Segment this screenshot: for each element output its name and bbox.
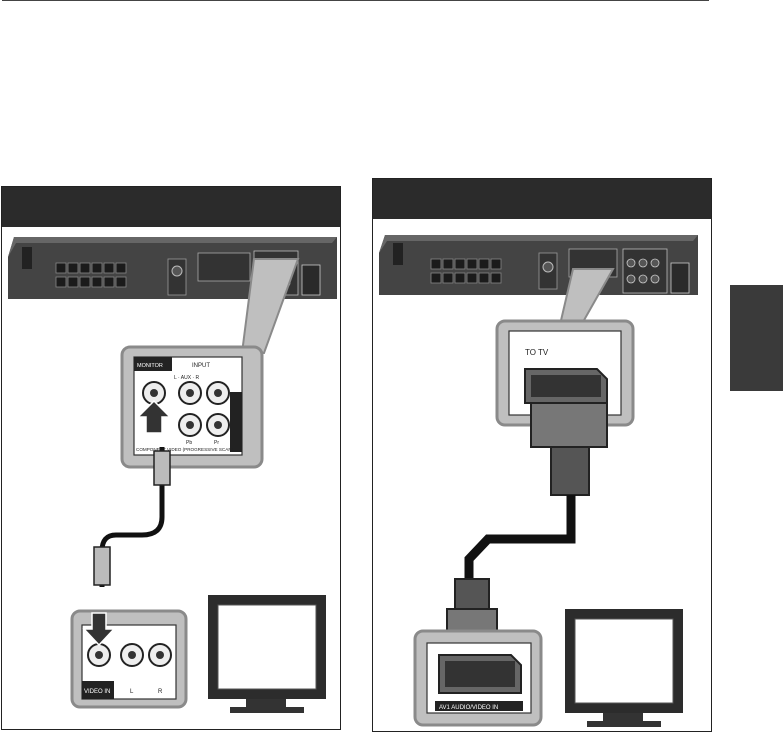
- scart-plug-top: [530, 402, 608, 496]
- pr-label: Pr: [214, 440, 219, 446]
- scart-inset-bottom: [413, 629, 543, 727]
- input-label: INPUT: [192, 363, 210, 369]
- panel-header-bar: [373, 179, 711, 219]
- pb-label: Pb: [186, 440, 192, 446]
- panel-header-bar: [2, 187, 340, 227]
- tv-monitor: [208, 595, 326, 713]
- scart-connection-panel: TO TV AV1 AUDIO/VIDEO IN: [372, 178, 712, 732]
- video-connection-panel: MONITOR INPUT L · AUX · R Pb Pr COMPONEN…: [1, 186, 341, 730]
- aux-label: L · AUX · R: [174, 375, 199, 381]
- audio-left-label: L: [130, 689, 134, 695]
- chapter-tab: [730, 285, 783, 391]
- top-rule: [2, 0, 709, 1]
- video-connection-diagram: MONITOR INPUT L · AUX · R Pb Pr COMPONEN…: [8, 237, 337, 713]
- player-rear-panel: [379, 235, 698, 295]
- component-video-label: COMPONENT VIDEO (PROGRESSIVE SCAN): [136, 447, 234, 452]
- player-jack-inset: [120, 345, 264, 469]
- av-in-label: AV1 AUDIO/VIDEO IN: [439, 705, 498, 711]
- tv-jack-inset: [70, 609, 188, 709]
- to-tv-label: TO TV: [525, 348, 549, 357]
- scart-inset-top: [495, 319, 635, 427]
- video-in-label: VIDEO IN: [84, 689, 110, 695]
- scart-connection-diagram: TO TV AV1 AUDIO/VIDEO IN: [379, 235, 698, 727]
- tv-monitor: [565, 609, 683, 727]
- audio-right-label: R: [158, 689, 163, 695]
- monitor-label: MONITOR: [137, 363, 163, 369]
